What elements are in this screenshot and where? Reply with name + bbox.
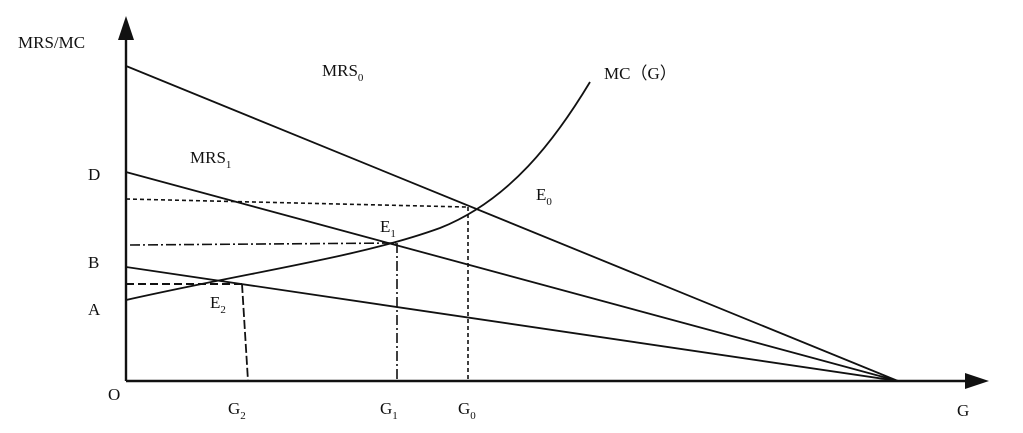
x-label-g2: G2 xyxy=(228,399,246,422)
mc-curve xyxy=(125,81,591,301)
mrs2-curve xyxy=(125,266,899,382)
e0-label: E0 xyxy=(536,185,552,208)
x-label-g1: G1 xyxy=(380,399,398,422)
mrs1-curve xyxy=(125,171,899,382)
x-axis-arrow-icon xyxy=(965,373,989,389)
e2-vertical-guide xyxy=(241,283,249,382)
y-axis-title: MRS/MC xyxy=(18,33,85,52)
e1-label: E1 xyxy=(380,217,396,240)
mc-label: MC（G） xyxy=(604,64,677,83)
y-label-b: B xyxy=(88,253,99,272)
y-axis-arrow-icon xyxy=(118,16,134,40)
x-label-g0: G0 xyxy=(458,399,476,422)
y-label-a: A xyxy=(88,300,101,319)
y-label-d: D xyxy=(88,165,100,184)
e0-horizontal-guide xyxy=(125,198,467,208)
mrs0-curve xyxy=(125,65,899,382)
origin-label: O xyxy=(108,385,120,404)
mrs1-label: MRS1 xyxy=(190,148,231,171)
mrs0-label: MRS0 xyxy=(322,61,364,84)
e2-label: E2 xyxy=(210,293,226,316)
x-axis-title: G xyxy=(957,401,969,420)
e1-horizontal-guide xyxy=(129,242,397,246)
